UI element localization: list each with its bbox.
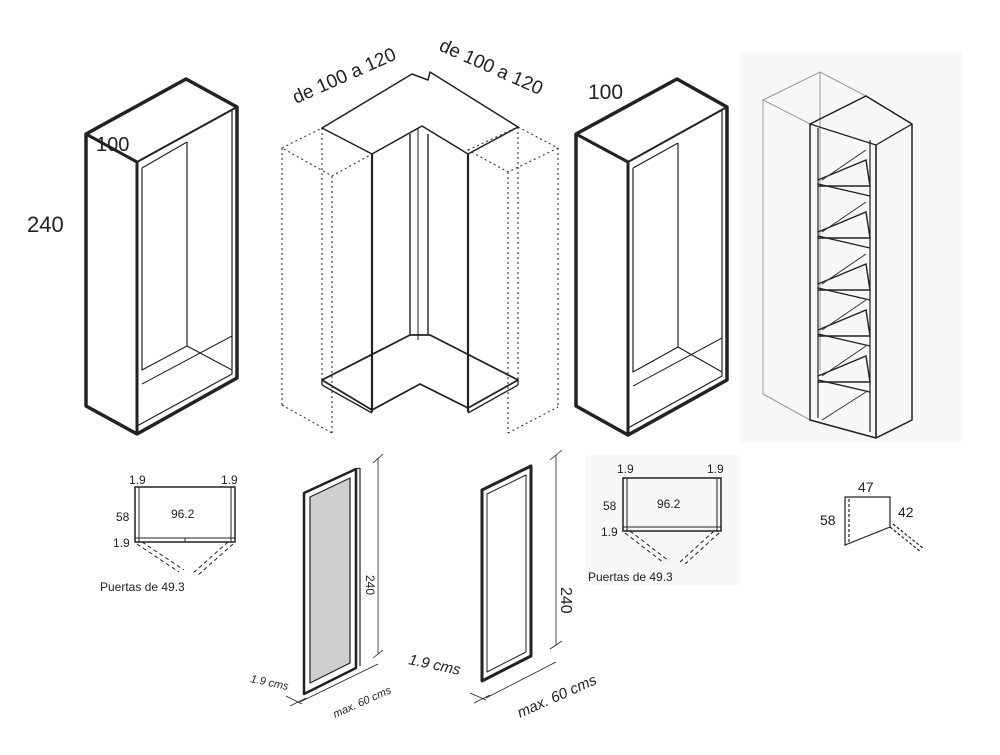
corner-plan-outline bbox=[844, 496, 891, 546]
cabinet-inner-top bbox=[632, 142, 679, 169]
module-left-width-label: 100 bbox=[96, 134, 129, 156]
plan-right-outline bbox=[622, 477, 722, 532]
corner-side-a-label: de 100 a 120 bbox=[289, 44, 399, 108]
door-plain-width-dim: max. 60 cms bbox=[515, 671, 600, 721]
plan-left-top-left-dim: 1.9 bbox=[129, 473, 146, 487]
door-plain-face bbox=[486, 474, 527, 673]
shelf-unit-shelves bbox=[817, 159, 871, 393]
module-100-left bbox=[84, 77, 239, 436]
plan-right-top-right-dim: 1.9 bbox=[707, 462, 724, 476]
door-plain-height-dim: 240 bbox=[557, 587, 574, 614]
corner-top-surface bbox=[321, 71, 519, 155]
door-framed-height-dim: 240 bbox=[363, 575, 377, 595]
cabinet-inner-left bbox=[632, 168, 679, 373]
corner-plan-top-dim: 47 bbox=[858, 479, 874, 495]
cabinet-front-face bbox=[627, 109, 723, 429]
plan-left-depth-dim: 58 bbox=[116, 510, 130, 524]
plan-right-doors-note: Puertas de 49.3 bbox=[588, 570, 673, 584]
plan-right-background bbox=[585, 455, 740, 585]
plan-left-door-swing bbox=[136, 541, 234, 577]
cabinet-bottom-shelf bbox=[632, 337, 723, 387]
cabinet-inner-left bbox=[141, 168, 188, 371]
plan-right-bottom-left-dim: 1.9 bbox=[601, 525, 618, 539]
cabinet-inner-floor-edge bbox=[186, 345, 233, 371]
corner-module bbox=[281, 71, 559, 434]
plan-left-inner-width: 96.2 bbox=[171, 507, 195, 521]
cabinet-front-face bbox=[136, 109, 233, 427]
plan-right-inner-width: 96.2 bbox=[657, 497, 681, 511]
module-100-right bbox=[574, 77, 729, 437]
plan-right-top-left-dim: 1.9 bbox=[617, 462, 634, 476]
plan-left-doors-note: Puertas de 49.3 bbox=[100, 580, 185, 594]
corner-plan-right-dim: 42 bbox=[898, 504, 914, 520]
door-framed-panel bbox=[309, 477, 351, 684]
corner-plan-left-dim: 58 bbox=[820, 512, 836, 528]
door-plain bbox=[469, 449, 563, 704]
cabinet-front-top-edge bbox=[85, 132, 138, 164]
cabinet-bottom-shelf bbox=[141, 335, 233, 385]
module-right-width-label: 100 bbox=[588, 81, 623, 104]
corner-side-b-label: de 100 a 120 bbox=[436, 35, 546, 99]
plan-left-bottom-left-dim: 1.9 bbox=[113, 536, 130, 550]
plan-right-door-swing bbox=[624, 530, 720, 566]
cabinet-inner-top bbox=[141, 141, 188, 169]
corner-extension-dotted bbox=[281, 126, 559, 434]
corner-shelf-unit bbox=[740, 52, 962, 442]
door-framed bbox=[285, 453, 384, 707]
plan-right-depth-dim: 58 bbox=[603, 499, 617, 513]
cabinet-outline bbox=[84, 77, 239, 436]
door-framed-width-dim: max. 60 cms bbox=[331, 684, 393, 721]
plan-left bbox=[134, 486, 236, 577]
corner-plan bbox=[844, 496, 925, 553]
module-left-height-label: 240 bbox=[27, 212, 64, 237]
cabinet-inner-floor-edge bbox=[677, 346, 723, 373]
door-plain-thickness-dim: 1.9 cms bbox=[407, 651, 462, 679]
corner-bottom-shelf bbox=[321, 334, 519, 411]
door-framed-thickness-dim: 1.9 cms bbox=[249, 673, 290, 693]
shelf-unit-diagonals bbox=[821, 149, 867, 421]
plan-right bbox=[622, 477, 722, 566]
cabinet-front-top-edge bbox=[575, 132, 629, 164]
shelf-unit-background bbox=[740, 52, 962, 442]
plan-left-top-right-dim: 1.9 bbox=[221, 473, 238, 487]
cabinet-outline bbox=[574, 77, 729, 437]
shelf-unit-body bbox=[809, 95, 913, 439]
